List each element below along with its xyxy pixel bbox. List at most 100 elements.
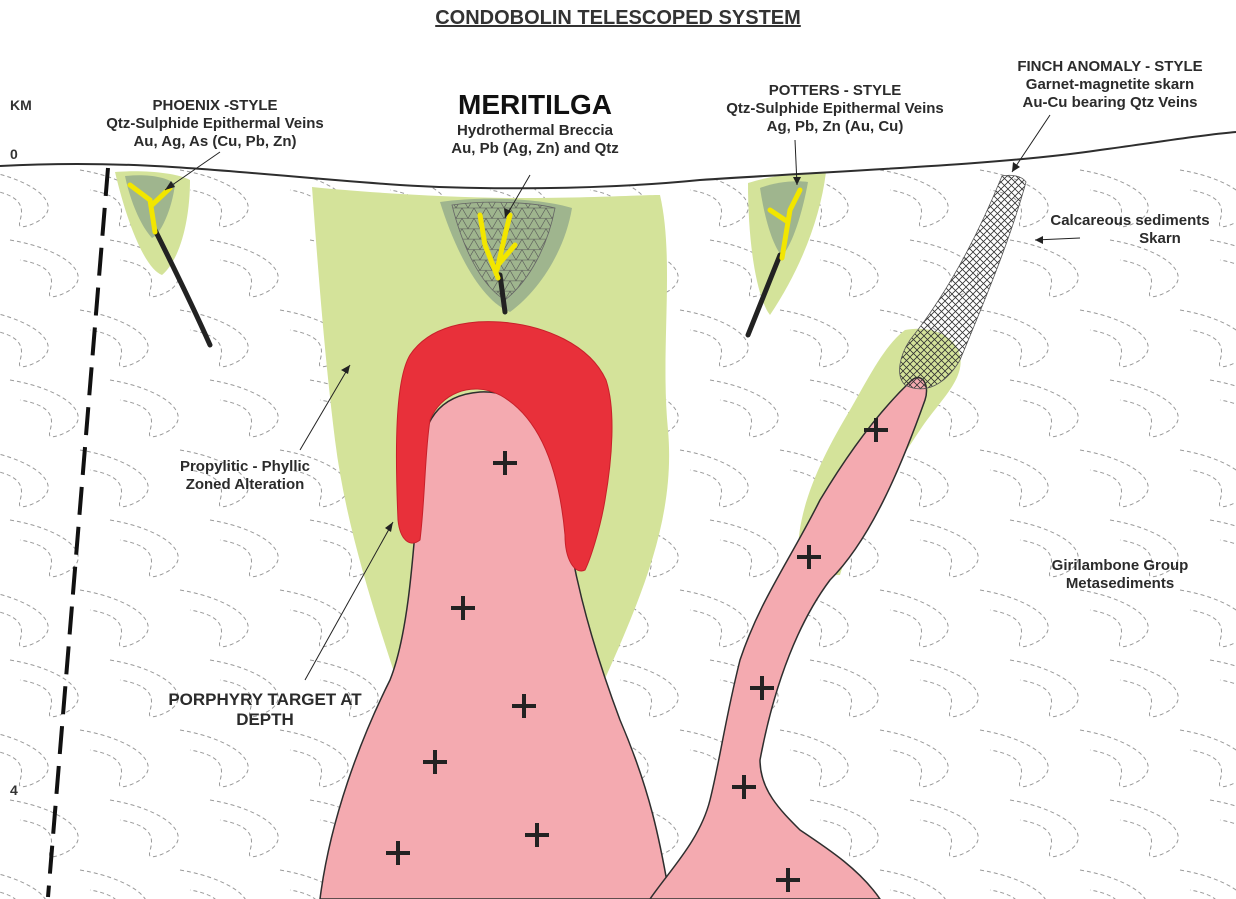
- fold-line: [0, 170, 48, 227]
- feeder-dyke: [650, 378, 927, 899]
- fold-line: [910, 660, 978, 717]
- finch-line2: Au-Cu bearing Qtz Veins: [990, 94, 1230, 112]
- fold-line: [880, 730, 948, 787]
- fold-line: [1080, 450, 1148, 507]
- potters-heading: POTTERS - STYLE: [690, 82, 980, 100]
- fold-line: [780, 730, 848, 787]
- skarn-body: [900, 175, 1026, 389]
- girilambone-line1: Girilambone Group: [1020, 557, 1220, 575]
- fold-line: [1180, 310, 1236, 367]
- fold-line: [10, 240, 78, 297]
- fold-line: [210, 380, 278, 437]
- fold-line: [880, 870, 948, 899]
- fold-line: [210, 520, 278, 577]
- fold-line: [1210, 800, 1236, 857]
- phoenix-heading: PHOENIX -STYLE: [80, 97, 350, 115]
- finch-line1: Garnet-magnetite skarn: [990, 76, 1230, 94]
- fold-line: [710, 520, 778, 577]
- fold-line: [80, 870, 148, 899]
- potters-label: POTTERS - STYLE Qtz-Sulphide Epithermal …: [690, 82, 980, 136]
- fold-line: [780, 310, 848, 367]
- potters-line1: Qtz-Sulphide Epithermal Veins: [690, 100, 980, 118]
- fold-line: [1180, 590, 1236, 647]
- fold-line: [1210, 380, 1236, 437]
- fold-line: [710, 380, 778, 437]
- finch-heading: FINCH ANOMALY - STYLE: [990, 58, 1230, 76]
- calcareous-line1: Calcareous sediments: [1030, 212, 1230, 230]
- phoenix-label: PHOENIX -STYLE Qtz-Sulphide Epithermal V…: [80, 97, 350, 151]
- fold-line: [10, 800, 78, 857]
- fold-line: [180, 870, 248, 899]
- fold-line: [0, 870, 48, 899]
- fold-line: [1080, 310, 1148, 367]
- meritilga-heading: MERITILGA: [400, 88, 670, 122]
- phoenix-line1: Qtz-Sulphide Epithermal Veins: [80, 115, 350, 133]
- fold-line: [680, 450, 748, 507]
- fold-line: [10, 520, 78, 577]
- depth-axis-unit: KM: [10, 97, 32, 113]
- fold-line: [1080, 590, 1148, 647]
- fold-line: [1110, 660, 1178, 717]
- fold-line: [980, 870, 1048, 899]
- fold-line: [280, 730, 348, 787]
- fold-line: [980, 450, 1048, 507]
- fold-line: [610, 660, 678, 717]
- fold-line: [210, 240, 278, 297]
- fold-line: [910, 520, 978, 577]
- fold-line: [1210, 240, 1236, 297]
- fold-line: [210, 800, 278, 857]
- fold-line: [880, 170, 948, 227]
- fold-line: [1110, 380, 1178, 437]
- potters-line2: Ag, Pb, Zn (Au, Cu): [690, 118, 980, 136]
- fold-line: [180, 730, 248, 787]
- fold-line: [810, 240, 878, 297]
- calcareous-label: Calcareous sediments Skarn: [1030, 212, 1230, 248]
- fold-line: [0, 450, 48, 507]
- fold-line: [810, 660, 878, 717]
- fold-line: [1110, 240, 1178, 297]
- alteration-line1: Propylitic - Phyllic: [150, 458, 340, 476]
- depth-axis-bottom: 4: [10, 782, 18, 798]
- fold-line: [1080, 730, 1148, 787]
- porphyry-label: PORPHYRY TARGET AT DEPTH: [130, 690, 400, 731]
- fold-line: [110, 520, 178, 577]
- fold-line: [180, 170, 248, 227]
- fold-line: [1180, 870, 1236, 899]
- calcareous-line2: Skarn: [1030, 230, 1230, 248]
- fold-line: [180, 310, 248, 367]
- diagram-title: CONDOBOLIN TELESCOPED SYSTEM: [0, 6, 1236, 30]
- alteration-line2: Zoned Alteration: [150, 476, 340, 494]
- fold-line: [80, 310, 148, 367]
- fold-line: [0, 590, 48, 647]
- fold-line: [980, 310, 1048, 367]
- fold-line: [110, 800, 178, 857]
- fold-line: [680, 590, 748, 647]
- fold-line: [1010, 380, 1078, 437]
- fold-line: [880, 590, 948, 647]
- girilambone-label: Girilambone Group Metasediments: [1020, 557, 1220, 593]
- fold-line: [180, 590, 248, 647]
- fold-line: [280, 590, 348, 647]
- fold-line: [1010, 660, 1078, 717]
- fold-line: [1180, 730, 1236, 787]
- porphyry-line1: PORPHYRY TARGET AT: [130, 690, 400, 710]
- fold-line: [910, 800, 978, 857]
- fold-line: [1180, 450, 1236, 507]
- fault-line: [48, 168, 108, 897]
- finch-label: FINCH ANOMALY - STYLE Garnet-magnetite s…: [990, 58, 1230, 112]
- girilambone-line2: Metasediments: [1020, 575, 1220, 593]
- meritilga-line1: Hydrothermal Breccia: [400, 122, 670, 140]
- fold-line: [980, 590, 1048, 647]
- fold-line: [1110, 800, 1178, 857]
- fold-line: [110, 380, 178, 437]
- phoenix-line2: Au, Ag, As (Cu, Pb, Zn): [80, 133, 350, 151]
- fold-line: [80, 450, 148, 507]
- fold-line: [680, 310, 748, 367]
- fold-line: [1080, 870, 1148, 899]
- fold-line: [10, 380, 78, 437]
- fold-line: [1010, 800, 1078, 857]
- fold-line: [80, 730, 148, 787]
- fold-line: [1010, 240, 1078, 297]
- meritilga-line2: Au, Pb (Ag, Zn) and Qtz: [400, 140, 670, 158]
